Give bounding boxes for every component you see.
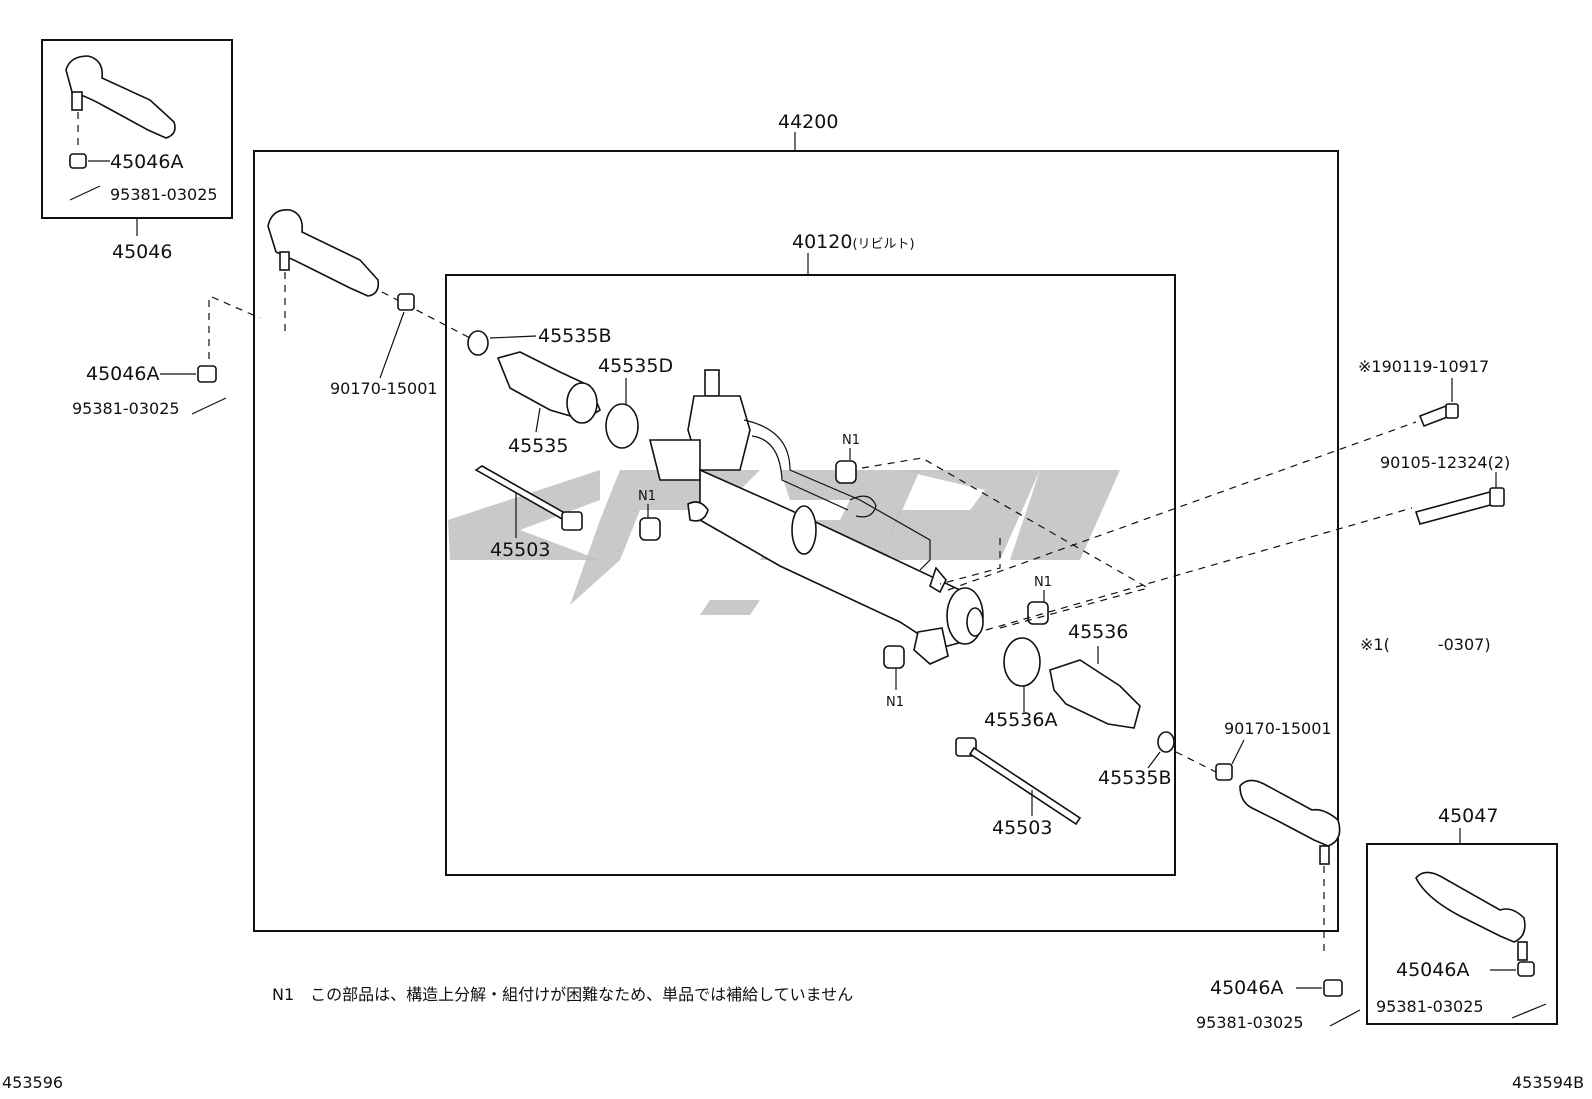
tie-rod-end-lh-box-part — [65, 55, 176, 201]
label-nut-lh: 45046A — [86, 363, 159, 385]
figure-number-left: 453596 — [2, 1073, 63, 1092]
bushing-n1-c — [1027, 590, 1049, 625]
label-n1-c: N1 — [1034, 575, 1052, 590]
clamp-a — [1003, 637, 1041, 687]
label-n1-d: N1 — [886, 695, 904, 710]
nut-cotter-rh — [1296, 979, 1361, 1027]
lock-nut-lh — [397, 293, 415, 311]
label-rebuilt: 40120(リビルト) — [792, 231, 915, 253]
label-bolt-1: ※190119-10917 — [1358, 357, 1489, 376]
rebuilt-frame — [445, 274, 1176, 876]
tie-rod-end-lh — [208, 209, 471, 379]
tie-rod-end-rh — [1175, 739, 1341, 956]
clip-d — [605, 403, 639, 449]
label-nut-rh: 45046A — [1210, 977, 1283, 999]
lock-nut-rh — [1215, 763, 1233, 781]
bushing-n1-b — [639, 504, 661, 541]
label-lock-nut-lh: 90170-15001 — [330, 379, 438, 398]
label-tie-rod-end-rh: 45047 — [1438, 805, 1498, 827]
label-boot-lh: 45535 — [508, 435, 568, 457]
label-bolt-2: 90105-12324(2) — [1380, 453, 1510, 472]
label-remark: ※1( -0307) — [1360, 635, 1491, 654]
boot-lh — [467, 330, 639, 449]
label-cotter-box-rh: 95381-03025 — [1376, 997, 1484, 1016]
label-clip-b-rh: 45535B — [1098, 767, 1171, 789]
steering-gear-housing — [648, 369, 984, 665]
label-rack-end-rh: 45503 — [992, 817, 1052, 839]
bolt-90105 — [1414, 472, 1505, 525]
label-nut-box-rh: 45046A — [1396, 959, 1469, 981]
bushing-n1-a — [835, 448, 857, 484]
figure-number-right: 453594B — [1512, 1073, 1584, 1092]
nut-cotter-lh — [160, 365, 227, 415]
label-assembly: 44200 — [778, 111, 838, 133]
label-rebuilt-note: (リビルト) — [852, 237, 914, 252]
label-lock-nut-rh: 90170-15001 — [1224, 719, 1332, 738]
boot-rh — [1003, 637, 1175, 769]
label-clip-d: 45535D — [598, 355, 673, 377]
label-cotter-rh: 95381-03025 — [1196, 1013, 1304, 1032]
label-rack-end-lh: 45503 — [490, 539, 550, 561]
label-n1-a: N1 — [842, 433, 860, 448]
label-clip-b-lh: 45535B — [538, 325, 611, 347]
label-cotter-lh: 95381-03025 — [72, 399, 180, 418]
label-tie-rod-end-lh: 45046 — [112, 241, 172, 263]
rack-end-lh — [474, 465, 583, 538]
assembly-frame — [253, 150, 1339, 932]
bushing-n1-d — [883, 645, 905, 690]
label-cotter-box-lh: 95381-03025 — [110, 185, 218, 204]
label-n1-b: N1 — [638, 489, 656, 504]
footnote: N1 この部品は、構造上分解・組付けが困難なため、単品では補給していません — [272, 985, 853, 1004]
bolt-190119 — [1418, 378, 1459, 428]
tie-rod-end-rh-box — [1366, 843, 1558, 1025]
label-nut-box-lh: 45046A — [110, 151, 183, 173]
tie-rod-end-rh-box-part — [1415, 871, 1547, 1019]
label-rebuilt-number: 40120 — [792, 231, 852, 253]
label-boot-rh: 45536 — [1068, 621, 1128, 643]
label-clamp-a: 45536A — [984, 709, 1057, 731]
rack-end-rh — [955, 737, 1082, 826]
